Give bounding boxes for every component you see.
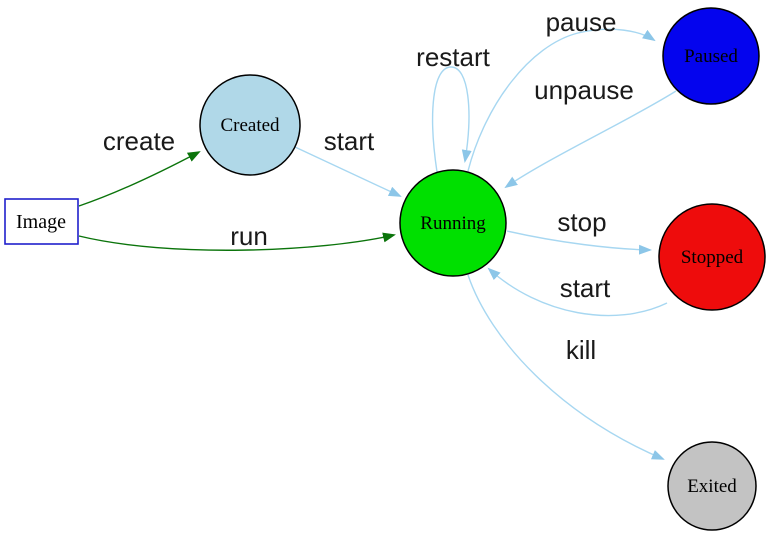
node-running-label: Running [420, 213, 486, 234]
edge-label-start-stopped: start [560, 273, 611, 303]
edge-create [78, 151, 201, 207]
edge-label-pause: pause [546, 7, 617, 37]
edge-pause [467, 28, 656, 172]
edge-restart-self-loop [431, 66, 472, 173]
edge-start-created-running [294, 146, 402, 197]
node-created [199, 74, 301, 176]
edge-run [78, 232, 396, 251]
node-exited-label: Exited [687, 476, 737, 497]
edge-label-stop: stop [557, 207, 606, 237]
edge-start-stopped-running [487, 267, 668, 317]
edge-label-create: create [103, 126, 175, 156]
edge-labels-group: create run start restart pause unpause s… [103, 7, 634, 365]
node-stopped [658, 203, 766, 311]
node-exited [667, 441, 757, 531]
edge-label-run: run [230, 221, 268, 251]
node-paused-label: Paused [684, 46, 738, 67]
node-paused [662, 7, 760, 105]
edge-label-start-created: start [324, 126, 375, 156]
edge-kill [467, 274, 665, 460]
node-created-label: Created [220, 115, 280, 136]
edge-unpause [504, 90, 677, 189]
edge-label-unpause: unpause [534, 75, 634, 105]
edge-label-restart: restart [416, 42, 490, 72]
node-running [399, 169, 507, 277]
node-image-label: Image [16, 211, 66, 233]
nodes-group: Image Created Running Paused Stopped Exi… [4, 7, 766, 531]
node-image [4, 198, 79, 245]
node-stopped-label: Stopped [681, 247, 744, 268]
edge-stop [506, 230, 652, 255]
edge-label-kill: kill [566, 335, 596, 365]
edges-group [78, 28, 677, 460]
